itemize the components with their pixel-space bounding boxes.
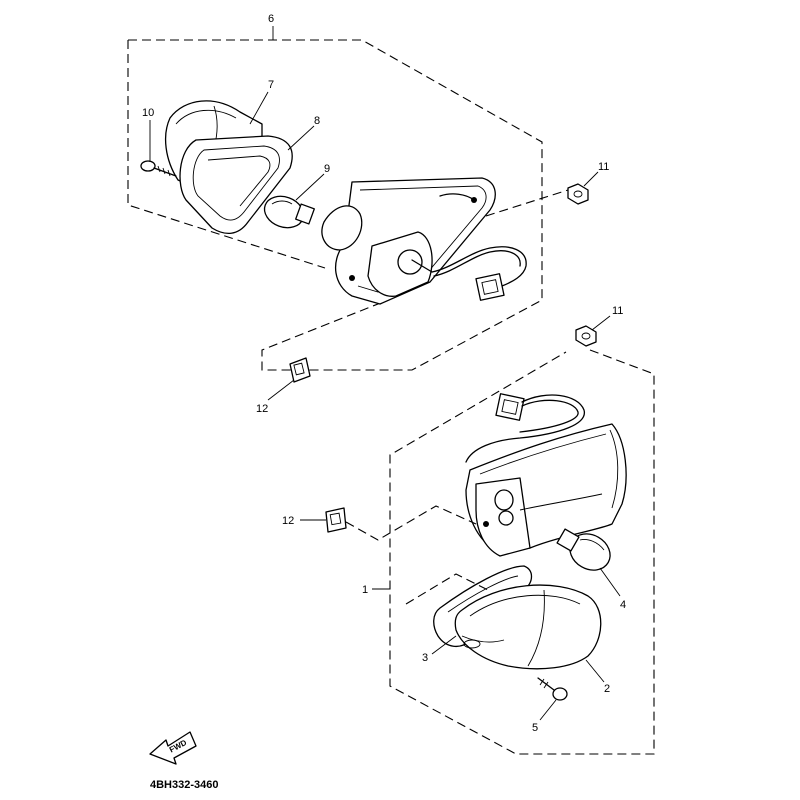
upper-assembly-boundary: [127, 39, 543, 371]
callout-1: 1: [362, 584, 368, 596]
lower-assembly-dashed-guides: [345, 505, 489, 605]
lower-wire-connector: [465, 393, 585, 463]
lower-lens-part-2: [454, 584, 602, 670]
leader-3: [431, 635, 457, 655]
callout-12-upper: 12: [256, 403, 268, 415]
leader-8: [287, 125, 315, 151]
upper-wire-connector: [431, 246, 527, 301]
callout-7: 7: [268, 79, 274, 91]
lower-housing: [465, 423, 627, 557]
callout-3: 3: [422, 652, 428, 664]
upper-nut-part-11: [485, 183, 589, 217]
fwd-arrow-icon: FWD: [149, 731, 197, 765]
upper-screw-part-10: [140, 160, 177, 177]
lower-assembly-boundary: [389, 349, 655, 755]
leader-11-upper: [583, 171, 599, 187]
callout-labels: 6 7 8 9 10 11 11 12 12 1 4 3 2 5: [142, 13, 626, 734]
upper-gasket-part-8: [179, 135, 293, 234]
upper-clip-part-12: [289, 357, 311, 383]
callout-2: 2: [604, 683, 610, 695]
upper-bulb-part-9: [263, 195, 315, 229]
leader-lines: [149, 26, 621, 721]
callout-6: 6: [268, 13, 274, 25]
lower-screw-part-5: [537, 677, 568, 701]
leader-7: [249, 91, 269, 125]
callout-12-lower: 12: [282, 515, 294, 527]
lower-bulb-part-4: [556, 528, 611, 571]
leader-9: [295, 173, 325, 201]
leader-2: [585, 659, 605, 683]
callout-4: 4: [620, 599, 626, 611]
callout-11-upper: 11: [598, 161, 609, 173]
callout-9: 9: [324, 163, 330, 175]
callout-8: 8: [314, 115, 320, 127]
part-code: 4BH332-3460: [150, 779, 219, 791]
callout-11-lower: 11: [612, 305, 623, 317]
leader-5: [539, 699, 557, 721]
lower-nut-part-11: [575, 325, 597, 347]
leader-12-upper: [267, 379, 295, 401]
upper-housing: [321, 177, 496, 305]
callout-10: 10: [142, 107, 154, 119]
lower-clip-part-12: [325, 507, 347, 533]
leader-11-lower: [591, 315, 611, 331]
callout-5: 5: [532, 722, 538, 734]
leader-4: [599, 567, 621, 597]
